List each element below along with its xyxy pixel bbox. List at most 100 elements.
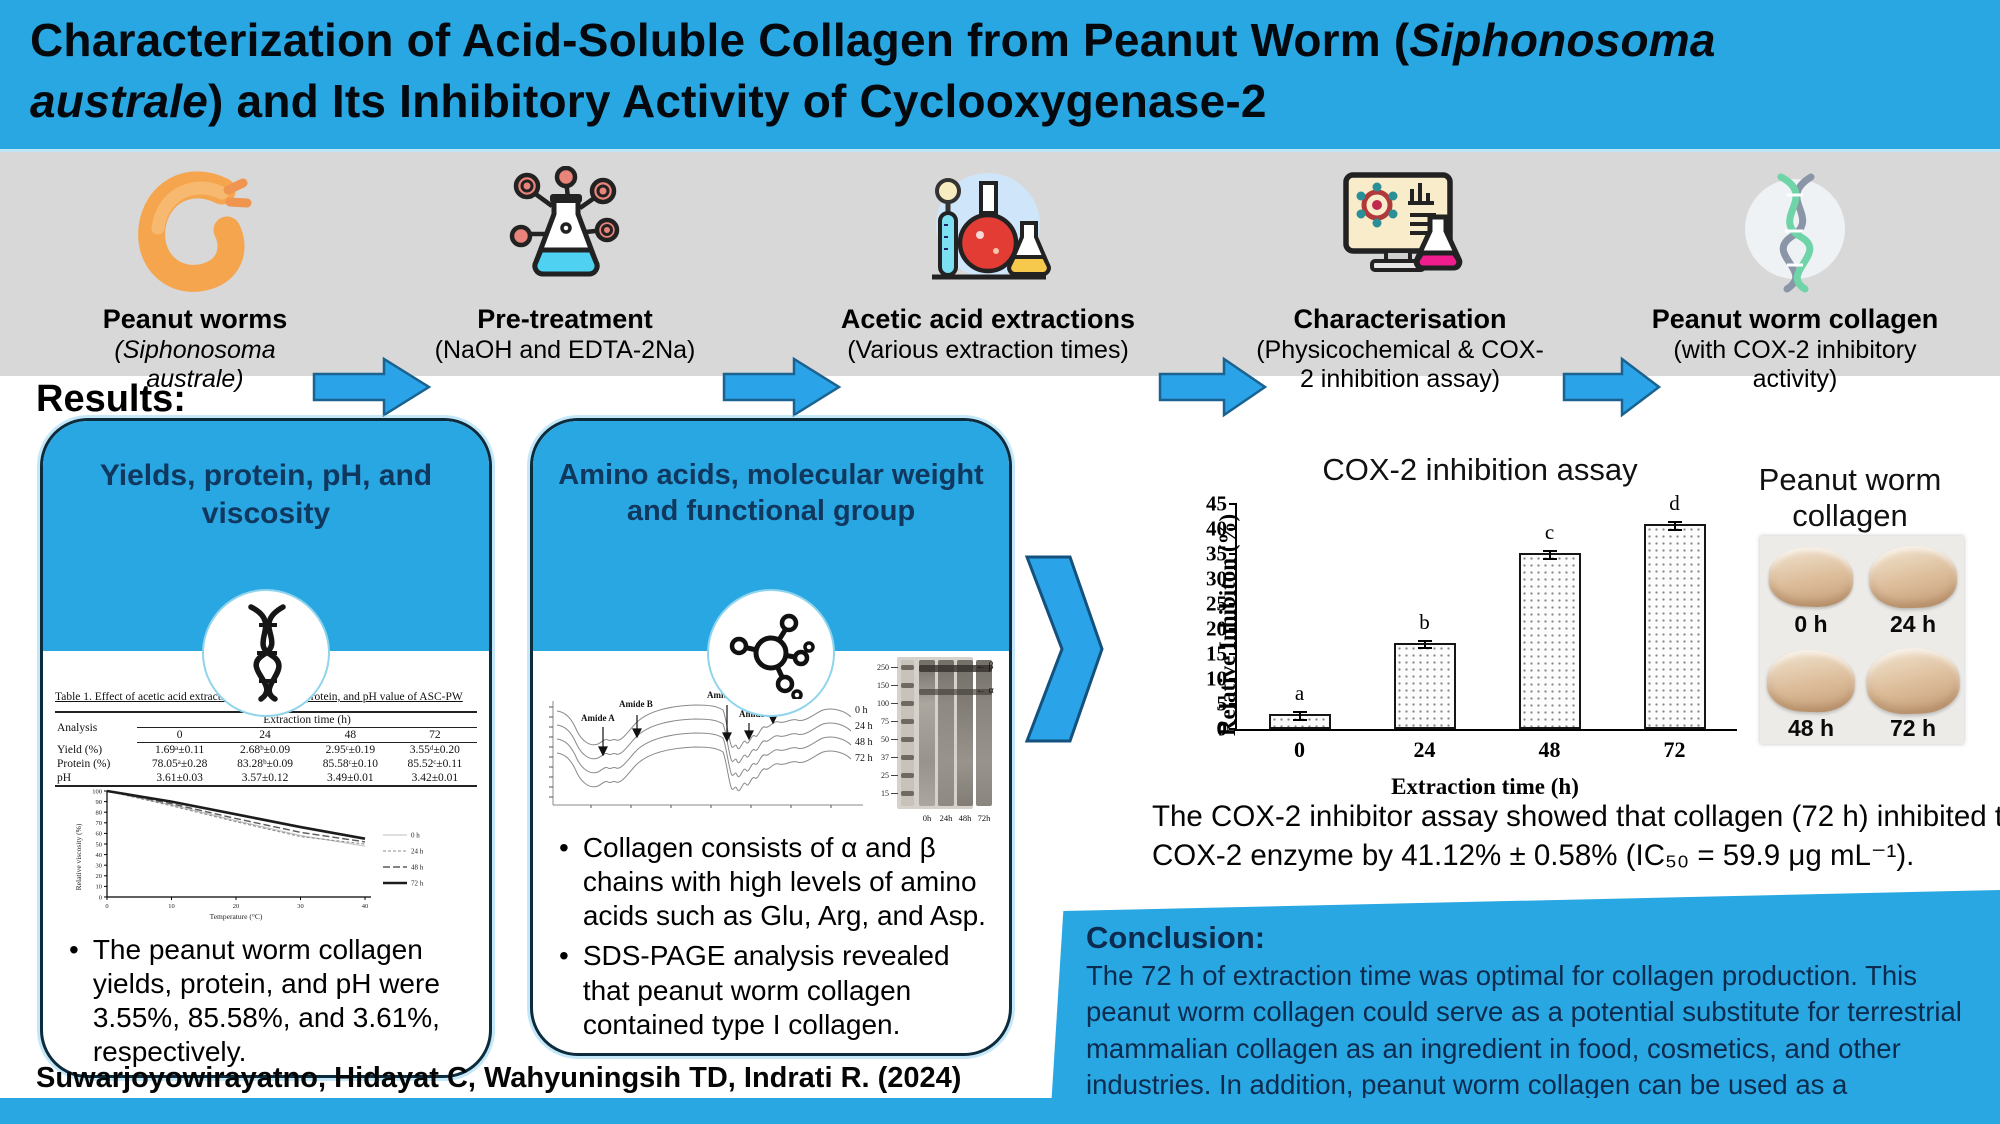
svg-text:72 h: 72 h bbox=[411, 880, 424, 888]
cell-value: 78.05ᵃ±0.28 bbox=[151, 758, 208, 770]
y-tick-label: 25 bbox=[1206, 591, 1227, 616]
col-header: 0 bbox=[137, 727, 223, 743]
cell-value: 2.95ᶜ±0.19 bbox=[325, 744, 376, 756]
svg-text:24 h: 24 h bbox=[411, 848, 424, 856]
y-tick-mark bbox=[1229, 703, 1237, 705]
collagen-photo: 48 h bbox=[1760, 640, 1862, 744]
significance-letter: b bbox=[1419, 610, 1430, 634]
cell-value: 85.58ᶜ±0.10 bbox=[322, 758, 378, 770]
y-tick-mark bbox=[1229, 728, 1237, 730]
yields-bullets: •The peanut worm collagen yields, protei… bbox=[69, 933, 473, 1075]
page-title: Characterization of Acid-Soluble Collage… bbox=[30, 10, 1910, 131]
bullet-item: •Collagen consists of α and β chains wit… bbox=[559, 831, 993, 933]
row-label: Protein (%) bbox=[57, 758, 111, 770]
photo-time-label: 0 h bbox=[1794, 611, 1828, 637]
cell-value: 3.49±0.01 bbox=[327, 772, 374, 784]
gel-marker-dash bbox=[891, 703, 898, 704]
gel-lane-label: 72h bbox=[977, 813, 991, 823]
bullet-item: •FTIR confirmed the collagen's triple-he… bbox=[559, 1048, 993, 1053]
gel-sample-lane bbox=[938, 660, 954, 806]
panel-amino-title: Amino acids, molecular weight and functi… bbox=[558, 459, 984, 528]
gel-alpha-label: ← α bbox=[976, 685, 994, 696]
svg-text:Temperature (°C): Temperature (°C) bbox=[210, 912, 263, 921]
bar bbox=[1268, 714, 1331, 729]
gel-marker-dash bbox=[891, 667, 898, 668]
step-sublabel: (Siphonosoma australe) bbox=[114, 335, 276, 393]
bullet-marker: • bbox=[559, 940, 569, 972]
bullet-marker: • bbox=[69, 934, 79, 965]
gel-marker-band bbox=[901, 772, 914, 778]
cell-value: 3.61±0.03 bbox=[156, 772, 203, 784]
photo-time-label: 48 h bbox=[1787, 715, 1835, 741]
x-tick-label: 72 bbox=[1663, 737, 1686, 762]
gel-lane-label: 48h bbox=[958, 813, 972, 823]
arrow-right-icon bbox=[722, 356, 842, 418]
y-tick-mark bbox=[1229, 553, 1237, 555]
photo-time-label: 24 h bbox=[1889, 611, 1937, 637]
bottom-accent-bar bbox=[0, 1098, 2000, 1124]
y-tick-label: 0 bbox=[1216, 716, 1228, 741]
gel-marker-dash bbox=[891, 793, 898, 794]
significance-letter: d bbox=[1669, 490, 1680, 515]
svg-text:30: 30 bbox=[96, 863, 103, 870]
gel-marker-dash bbox=[891, 739, 898, 740]
svg-text:90: 90 bbox=[96, 799, 103, 806]
citation: Suwarjoyowirayatno, Hidayat C, Wahyuning… bbox=[36, 1062, 962, 1094]
error-bar bbox=[1667, 520, 1682, 531]
bar bbox=[1643, 523, 1706, 729]
collagen-helix-icon bbox=[1645, 160, 1945, 302]
ftir-curve-label: 24 h bbox=[855, 721, 873, 732]
workflow-step-extraction: Acetic acid extractions (Various extract… bbox=[828, 160, 1148, 365]
collagen-photo: 72 h bbox=[1862, 640, 1964, 744]
gel-marker-band bbox=[901, 700, 914, 706]
y-tick-label: 5 bbox=[1216, 691, 1228, 716]
svg-text:20: 20 bbox=[233, 903, 240, 910]
gel-marker-band bbox=[901, 790, 914, 796]
gel-lane-label: 24h bbox=[939, 813, 953, 823]
row-label: pH bbox=[57, 772, 72, 784]
collagen-sample-image bbox=[1865, 646, 1961, 716]
gel-marker-label: 25 bbox=[881, 771, 889, 780]
col-header: 72 bbox=[392, 727, 477, 743]
cell-value: 1.69ᵃ±0.11 bbox=[155, 744, 205, 756]
gel-marker-band bbox=[901, 736, 914, 742]
panel-amino: Amino acids, molecular weight and functi… bbox=[530, 418, 1012, 1056]
workflow-step-pretreatment: Pre-treatment (NaOH and EDTA-2Na) bbox=[425, 160, 705, 365]
gel-marker-dash bbox=[891, 757, 898, 758]
y-tick-label: 15 bbox=[1206, 641, 1227, 666]
workflow-step-collagen: Peanut worm collagen (with COX-2 inhibit… bbox=[1645, 160, 1945, 393]
x-tick-label: 48 bbox=[1538, 737, 1561, 762]
bar bbox=[1393, 642, 1456, 729]
svg-text:70: 70 bbox=[96, 820, 103, 827]
photo-time-label: 72 h bbox=[1889, 715, 1937, 741]
y-tick-mark bbox=[1229, 653, 1237, 655]
molecule-icon bbox=[707, 589, 835, 717]
cell-value: 2.68ᵇ±0.09 bbox=[239, 744, 291, 756]
svg-text:0: 0 bbox=[99, 894, 102, 901]
row-label: Yield (%) bbox=[57, 743, 103, 756]
step-sublabel: (with COX-2 inhibitory activity) bbox=[1673, 335, 1917, 393]
ftir-annotation: Amide A bbox=[581, 713, 615, 723]
panel-yields-title: Yields, protein, pH, and viscosity bbox=[99, 459, 433, 530]
monitor-analysis-icon bbox=[1250, 160, 1550, 302]
ftir-spectrum: Amide A Amide B Amide I Amide II Amide I… bbox=[541, 690, 873, 823]
gel-marker-band bbox=[901, 682, 914, 688]
y-tick-mark bbox=[1229, 503, 1237, 505]
gel-alpha-band bbox=[919, 689, 992, 695]
collagen-sample-image bbox=[1867, 544, 1959, 610]
gel-sample-lane bbox=[957, 660, 973, 806]
y-tick-mark bbox=[1229, 578, 1237, 580]
x-tick-label: 0 bbox=[1294, 737, 1305, 762]
title-species-italic: Siphonosoma australe bbox=[30, 14, 1716, 127]
cell-value: 3.42±0.01 bbox=[411, 772, 459, 784]
ftir-curve-label: 48 h bbox=[855, 737, 873, 748]
gel-beta-label: ← β bbox=[976, 661, 994, 672]
